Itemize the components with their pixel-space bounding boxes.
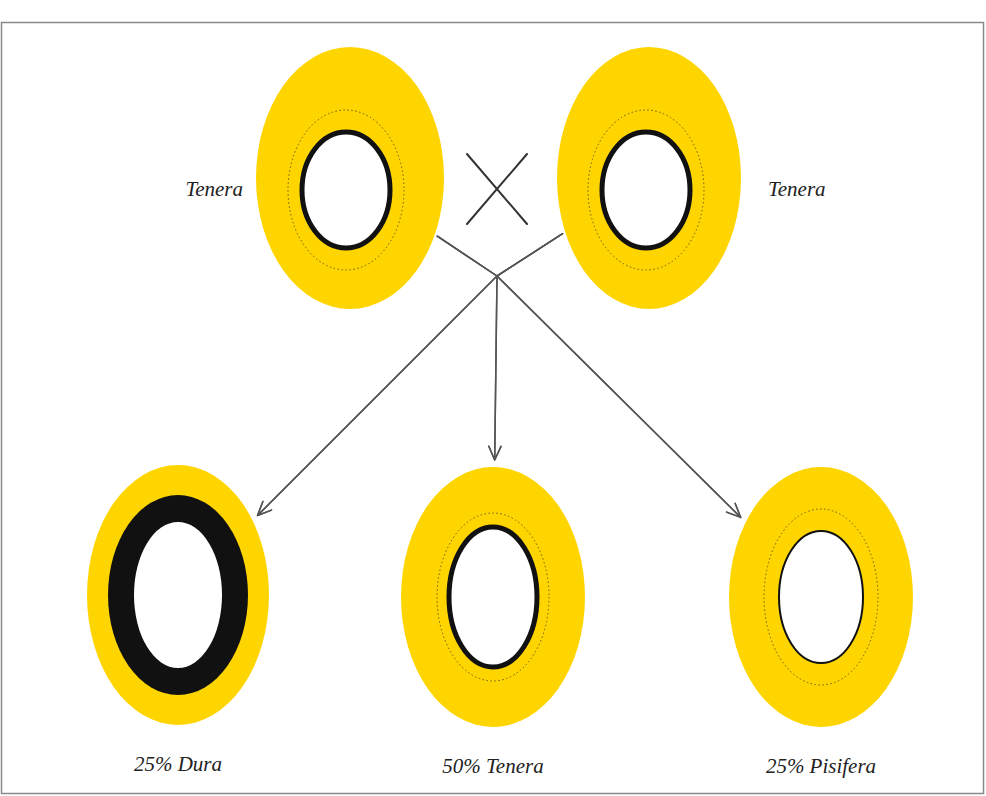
mesocarp [256,47,444,309]
fruit-cross-section [400,466,586,728]
fruit-label-group: 50% Tenera [442,754,543,779]
fibre-ring [588,110,704,270]
fruit-cross-section [728,466,914,728]
fruit-cross-section [556,46,742,310]
fruit-label-group: Tenera [185,177,243,202]
fruit-node: Tenera [556,46,742,310]
fruit-cross-section [86,464,270,726]
frame-border [2,23,984,794]
fruit-type-label: 25% Pisifera [766,754,876,779]
fruit-label-group: 25% Pisifera [766,754,876,779]
fibre-ring [437,513,549,681]
descent-arrow [437,236,501,460]
mesocarp [401,467,585,727]
fruit-node: 50% Tenera [400,466,586,728]
cross-symbol [467,154,527,224]
shell-kernel [779,531,863,663]
fruit-type-label: Tenera [185,177,243,202]
fruit-node: Tenera [255,46,445,310]
shell-kernel [449,527,537,667]
fruit-label-group: Tenera [768,177,826,202]
fibre-ring [764,509,878,685]
fruit-node: 25% Pisifera [728,466,914,728]
fruit-cross-section [255,46,445,310]
fruit-node: 25% Dura [86,464,270,726]
fibre-ring [288,110,404,270]
kernel [134,522,222,668]
fruit-label-group: 25% Dura [134,752,222,777]
fruit-type-label: Tenera [768,177,826,202]
shell-kernel [602,132,690,248]
mesocarp [729,467,913,727]
mesocarp [557,47,741,309]
fruit-type-label: 25% Dura [134,752,222,777]
thick-shell [108,495,248,695]
descent-arrow [489,234,563,460]
mesocarp [87,465,269,725]
shell-kernel [302,132,390,248]
fruit-type-label: 50% Tenera [442,754,543,779]
